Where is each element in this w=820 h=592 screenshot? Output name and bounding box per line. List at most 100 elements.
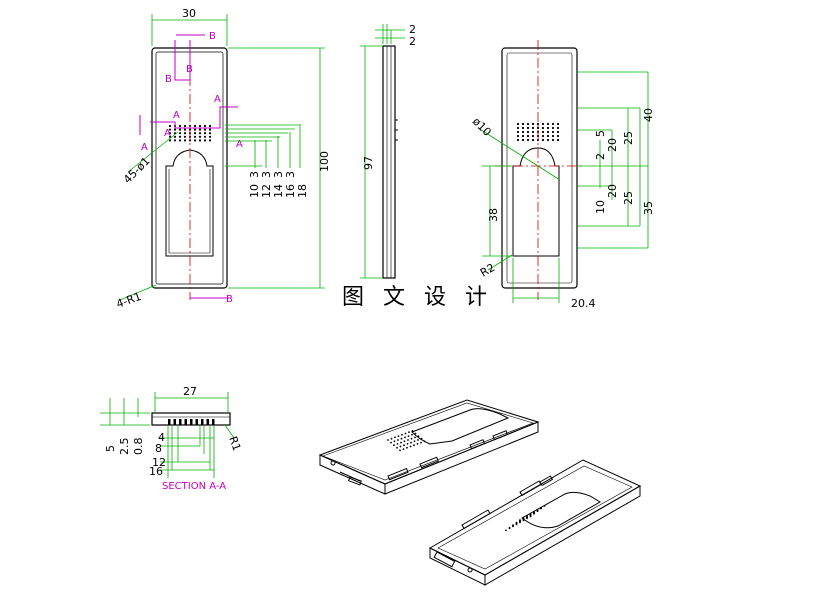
hole — [521, 122, 525, 126]
section-view: 27 5 2.5 0.8 4 8 12 16 R1 SECTION A-A — [100, 385, 243, 492]
side-outline — [382, 45, 396, 279]
hole — [551, 126, 555, 130]
hole — [546, 126, 550, 130]
hole — [531, 130, 535, 134]
svg-text:25: 25 — [622, 131, 635, 145]
section-markers — [139, 34, 238, 299]
hole — [178, 135, 182, 138]
hole — [203, 132, 207, 135]
section-hole — [195, 419, 198, 425]
iso-bottom-hole-grid — [505, 505, 546, 532]
front-corner-note: 4-R1 — [115, 290, 144, 311]
hole — [556, 130, 560, 134]
hole — [521, 126, 525, 130]
hole — [183, 124, 187, 128]
hole — [400, 441, 402, 444]
iso-top-hole-grid — [387, 430, 426, 452]
hole — [404, 432, 407, 435]
side-dimension-lines — [360, 24, 405, 279]
hole — [402, 448, 405, 450]
section-b-label-bottom: B — [226, 294, 233, 305]
hole — [183, 128, 187, 131]
hole — [396, 443, 399, 445]
hole — [203, 124, 207, 128]
hole — [193, 139, 197, 142]
title-bg — [338, 283, 478, 311]
svg-text:12: 12 — [260, 184, 273, 198]
hole — [193, 132, 197, 135]
side-height-dim: 97 — [362, 156, 375, 170]
section-a-label-4: A — [236, 139, 243, 150]
front-window — [165, 149, 214, 257]
hole — [390, 441, 392, 444]
section-hole — [179, 419, 182, 425]
hole — [416, 443, 419, 445]
hole — [401, 433, 403, 436]
hole — [409, 445, 412, 448]
drawing-title: 图 文 设 计 — [342, 285, 493, 310]
hole — [516, 122, 520, 126]
hole — [193, 135, 197, 138]
hole — [188, 128, 192, 131]
hole — [178, 128, 182, 131]
hole — [531, 122, 535, 126]
hole — [533, 512, 535, 515]
hole — [208, 132, 212, 135]
hole — [551, 138, 555, 142]
hole — [531, 138, 535, 142]
hole — [393, 440, 396, 443]
hole — [198, 128, 202, 131]
hole — [203, 135, 207, 138]
section-dim-12: 12 — [152, 456, 166, 469]
section-b-label-top: B — [209, 31, 216, 42]
hole — [183, 135, 187, 138]
iso-view-bottom — [428, 459, 642, 586]
hole — [546, 138, 550, 142]
hole — [394, 436, 396, 439]
hole — [526, 134, 530, 138]
hole — [397, 435, 400, 437]
hole — [173, 135, 177, 138]
front-hole-grid — [168, 124, 212, 142]
svg-text:25: 25 — [622, 191, 635, 205]
front-width-dim: 30 — [182, 7, 196, 20]
section-a-label-1: A — [173, 110, 180, 121]
hole — [551, 134, 555, 138]
hole — [536, 122, 540, 126]
right-side-dims: 2 5 20 10 20 25 25 35 40 — [594, 108, 655, 215]
hole — [420, 437, 423, 440]
hole — [410, 437, 413, 440]
hole — [414, 436, 416, 439]
hole — [198, 139, 202, 142]
section-r-note: R1 — [226, 435, 243, 453]
right-window — [512, 147, 560, 257]
hole — [406, 443, 409, 445]
side-top-dim-2: 2 — [409, 35, 416, 48]
right-outline — [501, 47, 578, 289]
hole — [208, 135, 212, 138]
hole — [178, 124, 182, 128]
hole — [551, 122, 555, 126]
section-hole — [206, 419, 209, 425]
hole — [540, 507, 542, 510]
hole — [203, 128, 207, 131]
hole — [403, 444, 405, 447]
hole — [508, 527, 511, 530]
hole — [522, 519, 525, 522]
side-top-dim-1: 2 — [409, 23, 416, 36]
svg-text:5: 5 — [594, 130, 607, 137]
hole — [521, 138, 525, 142]
iso-view-top — [318, 399, 540, 495]
section-b-label-left: B — [165, 74, 172, 85]
hole — [404, 436, 406, 439]
section-dim-16: 16 — [149, 465, 163, 478]
section-dimension-lines — [100, 392, 235, 478]
section-a-label-3: A — [214, 94, 221, 105]
hole — [393, 444, 395, 447]
hole — [543, 505, 546, 507]
hole — [413, 444, 415, 447]
hole — [410, 441, 412, 444]
hole — [516, 134, 520, 138]
hole — [413, 440, 416, 443]
hole — [556, 134, 560, 138]
